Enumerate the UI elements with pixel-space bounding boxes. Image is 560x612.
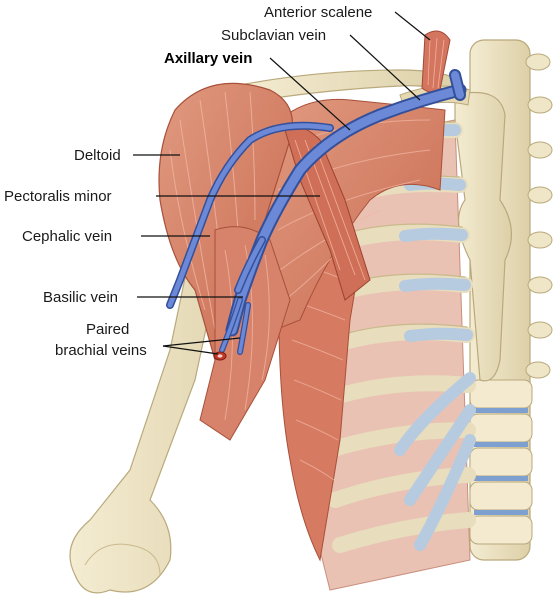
- label-paired-brachial-veins-line2: brachial veins: [55, 342, 147, 359]
- labels: Anterior scalene Subclavian vein Axillar…: [4, 4, 372, 359]
- label-deltoid: Deltoid: [74, 147, 121, 164]
- label-axillary-vein: Axillary vein: [164, 50, 252, 67]
- venous-system: [166, 69, 467, 355]
- label-cephalic-vein: Cephalic vein: [22, 228, 112, 245]
- label-subclavian-vein: Subclavian vein: [221, 27, 326, 44]
- label-anterior-scalene: Anterior scalene: [264, 4, 372, 21]
- leader-brachial-vein-2: [162, 337, 241, 347]
- label-pectoralis-minor: Pectoralis minor: [4, 188, 112, 205]
- leader-brachial-vein-1: [162, 345, 219, 355]
- anterior-scalene-muscle: [421, 30, 451, 93]
- leader-axillary-vein: [269, 57, 351, 131]
- leader-lines: [133, 11, 431, 355]
- leader-anterior-scalene: [394, 11, 431, 41]
- leader-subclavian-vein: [349, 34, 421, 101]
- label-basilic-vein: Basilic vein: [43, 289, 118, 306]
- label-paired-brachial-veins-line1: Paired: [86, 321, 129, 338]
